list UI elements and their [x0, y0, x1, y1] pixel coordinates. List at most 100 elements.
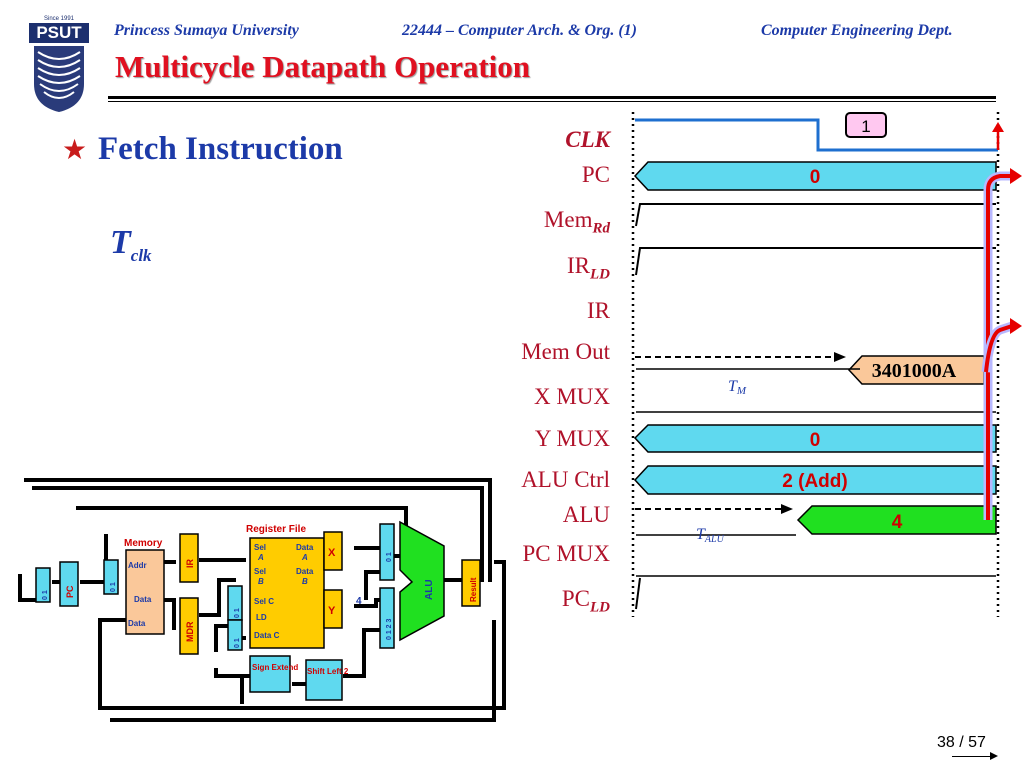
talu-label: TALU [696, 526, 725, 545]
memout-to-ir-arrowhead-icon [1010, 318, 1022, 334]
ir-block-label: IR [185, 558, 195, 568]
header-course: 22444 – Computer Arch. & Org. (1) [402, 22, 637, 39]
page-arrow-icon [990, 752, 998, 760]
header-dept: Computer Engineering Dept. [761, 22, 953, 39]
clk-waveform [635, 118, 998, 152]
clk-rising-edge-icon [992, 122, 1004, 132]
signal-pc: PC [581, 162, 610, 187]
memory-block [125, 549, 165, 635]
pc-register-block [59, 561, 79, 607]
memout-delay-arrow-icon [834, 352, 846, 362]
rf-b: B [258, 577, 264, 586]
result-register-block [461, 559, 481, 607]
x-register-block [323, 531, 343, 571]
header-rule-thin [108, 101, 996, 102]
mem-data-label: Data [134, 595, 152, 604]
memout-bus [847, 355, 985, 385]
alu-to-pc-arrowhead-icon [1010, 168, 1022, 184]
header-rule [108, 96, 996, 99]
register-file-block [249, 537, 325, 649]
rf-data-b2: B [302, 577, 308, 586]
rf-sel-c: Sel C [254, 597, 274, 606]
mdr-register-block [179, 597, 199, 655]
addr-mux-label: 0 1 [110, 582, 117, 592]
logo-caption: Since 1991 [43, 16, 75, 22]
signal-aluctrl: ALU Ctrl [521, 467, 610, 492]
shift-left-label: Shift Left 2 [307, 667, 349, 676]
signal-memout: Mem Out [521, 339, 610, 364]
rf-data-a2: A [301, 553, 308, 562]
pc-block-label: PC [65, 585, 75, 598]
datapath-diagram: Memory Addr Data Data PC IR MDR Register… [18, 478, 506, 722]
pc-bus [633, 161, 997, 191]
x-mux-block [379, 523, 395, 581]
result-block-label: Result [469, 577, 478, 602]
rf-data-c: Data C [254, 631, 280, 640]
alu-bus [796, 505, 997, 535]
signal-alu: ALU [562, 502, 610, 527]
header-university: Princess Sumaya University [114, 22, 299, 39]
memrd-waveform [635, 203, 996, 227]
star-bullet-icon: ★ [62, 135, 88, 166]
clock-marker-icon [845, 112, 887, 138]
memout-to-ir-arrow [984, 324, 1013, 373]
clock-marker: 1 [861, 117, 870, 136]
memout-value: 3401000A [872, 360, 957, 382]
x-block-label: X [328, 547, 336, 559]
y-block-label: Y [328, 605, 336, 617]
signal-ir: IR [587, 298, 610, 323]
signal-pcmux: PC MUX [522, 541, 610, 566]
datac-mux-block [227, 619, 243, 651]
alu-block-label: ALU [424, 579, 435, 600]
mdr-block-label: MDR [185, 621, 195, 642]
ir-register-block [179, 533, 199, 583]
aluctrl-value: 2 (Add) [782, 471, 847, 492]
sign-extend-block [249, 655, 291, 693]
pc-value: 0 [810, 167, 821, 188]
alu-value: 4 [892, 512, 903, 533]
alu-delay-arrow-icon [781, 504, 793, 514]
ymux-bus [633, 424, 997, 453]
bullet-fetch-instruction: Fetch Instruction [98, 131, 343, 167]
university-logo: Since 1991 PSUT [26, 16, 92, 112]
pc-mux-label: 0 1 [42, 590, 49, 600]
register-file-label: Register File [246, 524, 306, 535]
datac-mux-label: 0 1 [234, 638, 241, 648]
signal-clk: CLK [565, 127, 610, 152]
page-number: 38 / 57 [937, 734, 986, 751]
rf-data-b: Data [296, 567, 314, 576]
mem-addr-label: Addr [128, 561, 147, 570]
rf-ld: LD [256, 613, 267, 622]
const-four-label: 4 [356, 596, 362, 607]
rf-a: A [257, 553, 264, 562]
alu-to-pc-arrow [986, 174, 1012, 520]
irld-waveform [635, 247, 996, 276]
signal-ymux: Y MUX [534, 426, 610, 451]
signal-irld: IRLD [567, 253, 610, 283]
tm-label: TM [728, 378, 747, 397]
rf-data-a: Data [296, 543, 314, 552]
addr-mux-block [103, 559, 119, 595]
shift-left-block [305, 659, 343, 701]
pcld-waveform [635, 577, 641, 610]
signal-xmux: X MUX [533, 384, 610, 409]
memory-label: Memory [124, 538, 163, 549]
y-mux-label: 0 1 2 3 [386, 618, 393, 640]
slide-title: Multicycle Datapath Operation [115, 49, 531, 84]
mem-data2-label: Data [128, 619, 146, 628]
pc-mux-block [35, 567, 51, 603]
rf-sel-b: Sel [254, 567, 266, 576]
y-register-block [323, 589, 343, 629]
x-mux-label: 0 1 [386, 552, 393, 562]
ymux-value: 0 [810, 430, 821, 451]
aluctrl-bus [633, 465, 997, 495]
logo-emblem-icon [34, 46, 84, 112]
logo-wordmark: PSUT [29, 23, 89, 43]
sign-extend-label: Sign Extend [252, 663, 298, 672]
tclk-label: Tclk [110, 224, 152, 265]
rf-sel-a: Sel [254, 543, 266, 552]
signal-memrd: MemRd [543, 207, 610, 237]
alu-block [399, 520, 445, 642]
y-mux-block [379, 587, 395, 649]
